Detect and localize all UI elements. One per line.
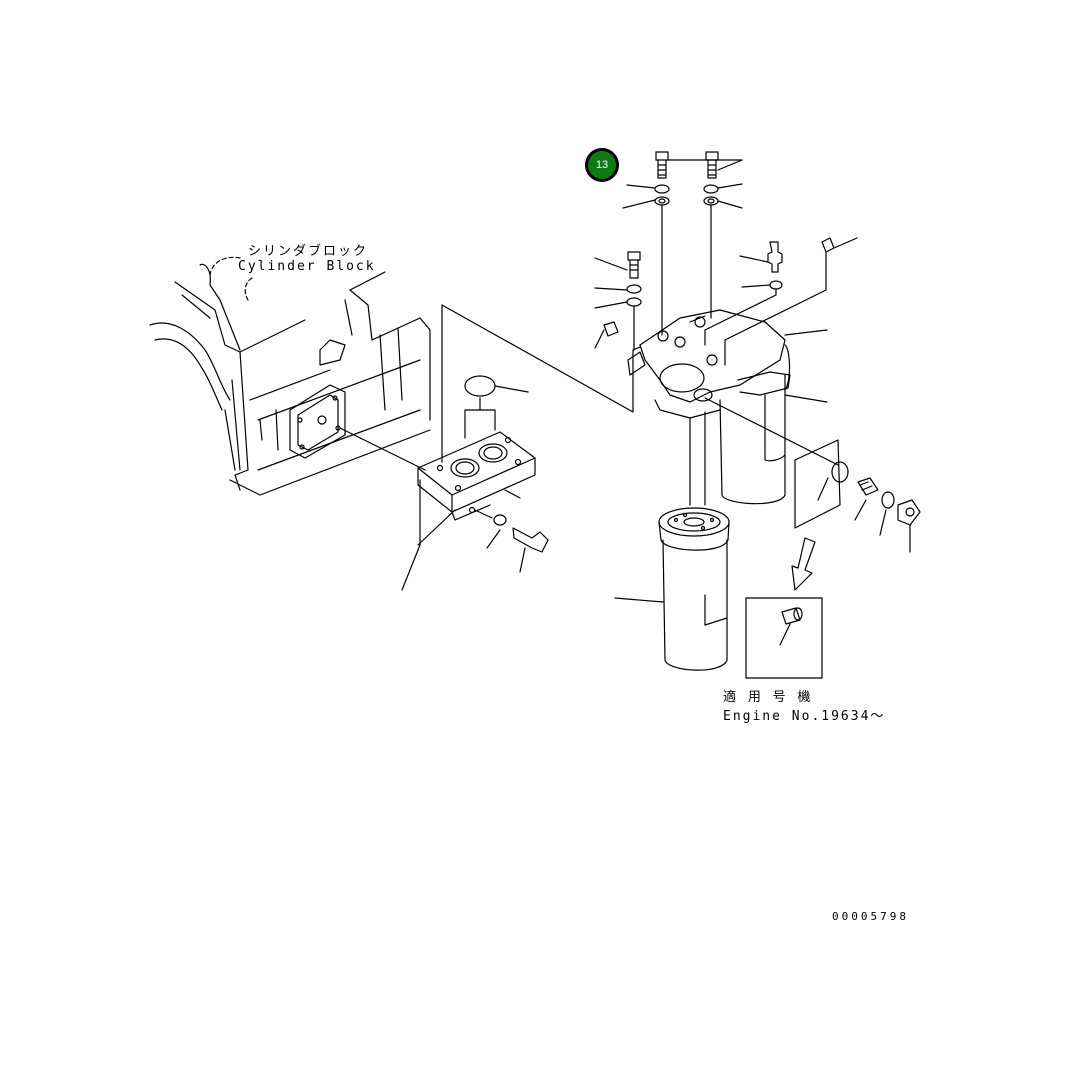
- part-leader-lines: [594, 159, 858, 603]
- filter-head: [627, 309, 791, 419]
- filter-adapter-bracket: [417, 431, 536, 546]
- gasket: [464, 375, 496, 397]
- applicable-engine-label-en: Engine No.19634～: [723, 709, 886, 724]
- head-bolts: [594, 151, 835, 366]
- applicable-engine-label-jp: 適 用 号 機: [723, 690, 813, 705]
- cylinder-block-leader: [209, 256, 253, 301]
- detail-view: [745, 537, 823, 679]
- cylinder-block-label-en: Cylinder Block: [238, 259, 376, 274]
- fuel-filter-rear: [719, 344, 791, 505]
- fuel-filter-front: [658, 411, 730, 671]
- drawing-number: 00005798: [832, 910, 909, 923]
- cylinder-block-label-jp: シリンダブロック: [248, 244, 369, 259]
- cylinder-block-outline: [149, 263, 431, 496]
- drain-plug-assembly: [704, 397, 921, 553]
- part-callout-13[interactable]: 13: [585, 148, 619, 182]
